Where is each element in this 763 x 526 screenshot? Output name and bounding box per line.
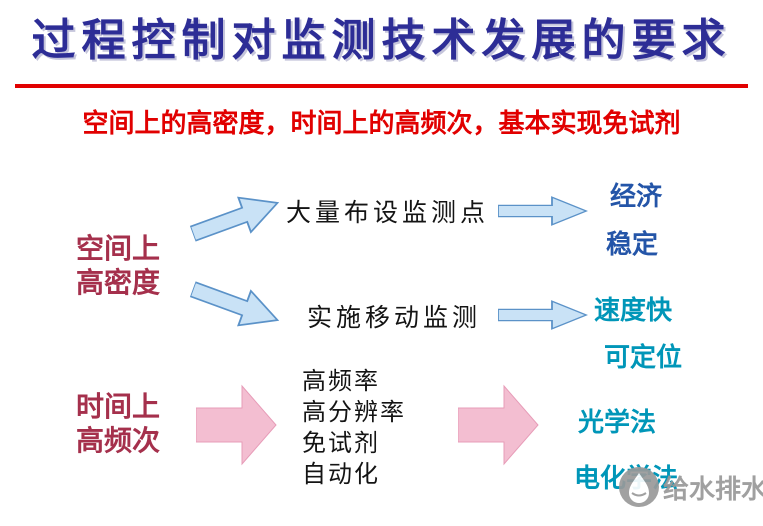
features-methods-arrow (458, 382, 540, 468)
temporal-label-line1: 时间上 (76, 391, 161, 422)
branch2-result-arrow (498, 300, 588, 330)
temporal-label-line2: 高频次 (76, 425, 161, 456)
spatial-label-line2: 高密度 (76, 267, 161, 298)
branch2-benefit-1: 速度快 (594, 295, 673, 325)
spatial-branch1-action: 大量布设监测点 (286, 199, 490, 227)
branch1-result-arrow (498, 196, 588, 226)
spatial-label: 空间上 高密度 (76, 232, 160, 300)
branch1-benefit-2: 稳定 (606, 229, 659, 259)
down-right-arrow-icon (189, 281, 280, 327)
spatial-label-line1: 空间上 (76, 233, 161, 264)
spatial-branch2-arrow (186, 270, 286, 339)
spatial-branch2-action: 实施移动监测 (307, 304, 482, 332)
right-arrow-icon (458, 384, 539, 466)
right-arrow-icon (498, 196, 588, 226)
temporal-features-arrow (196, 382, 278, 468)
water-drop-logo-icon (619, 467, 659, 507)
branch1-benefit-1: 经济 (610, 181, 663, 211)
title-underline-rule (15, 84, 748, 88)
feature-item: 高分辨率 (302, 399, 406, 426)
spatial-branch1-arrow (186, 183, 286, 252)
feature-item: 自动化 (302, 461, 380, 488)
right-arrow-icon (498, 300, 588, 330)
temporal-feature-list: 高频率 高分辨率 免试剂 自动化 (302, 366, 406, 490)
watermark: 给水排水 (618, 466, 763, 508)
temporal-label: 时间上 高频次 (76, 390, 160, 458)
slide-title: 过程控制对监测技术发展的要求 (31, 15, 732, 66)
feature-item: 高频率 (302, 368, 380, 395)
temporal-method-1: 光学法 (578, 407, 657, 437)
slide-subtitle: 空间上的高密度，时间上的高频次，基本实现免试剂 (82, 108, 681, 138)
up-right-arrow-icon (189, 196, 280, 242)
right-arrow-icon (196, 384, 277, 466)
watermark-text: 给水排水 (663, 473, 763, 504)
branch2-benefit-2: 可定位 (604, 342, 683, 372)
feature-item: 免试剂 (302, 430, 380, 457)
